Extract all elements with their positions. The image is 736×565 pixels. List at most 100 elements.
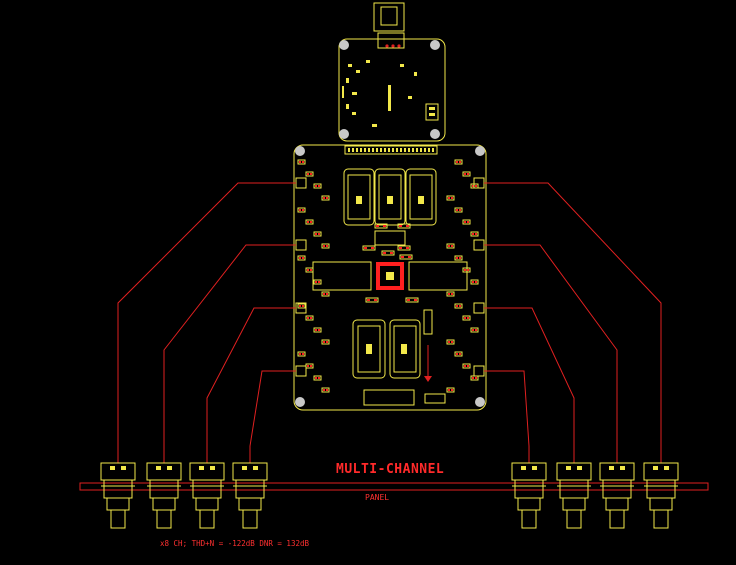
resistor bbox=[381, 250, 395, 256]
smd-component bbox=[313, 231, 322, 237]
top-jack-connector bbox=[373, 2, 405, 49]
smd-pad bbox=[299, 161, 301, 163]
smd-pad bbox=[451, 389, 453, 391]
bnc-pin bbox=[609, 466, 614, 470]
header-pin bbox=[428, 148, 430, 152]
bnc-body bbox=[100, 462, 136, 481]
smd-component bbox=[313, 375, 322, 381]
resistor-pad bbox=[401, 256, 404, 258]
header-pin bbox=[360, 148, 362, 152]
smd-component bbox=[462, 315, 471, 321]
bnc-barrel bbox=[566, 509, 582, 529]
header-pin bbox=[408, 148, 410, 152]
header-pin bbox=[372, 148, 374, 152]
smd-pad bbox=[310, 365, 312, 367]
bnc-connector bbox=[556, 462, 592, 529]
bnc-connector bbox=[146, 462, 182, 529]
edge-connector bbox=[473, 302, 485, 314]
smd-pad bbox=[448, 293, 450, 295]
smd-pad bbox=[451, 341, 453, 343]
header-pin bbox=[388, 148, 390, 152]
smd-pad bbox=[323, 293, 325, 295]
bnc-nut bbox=[562, 497, 586, 511]
smd-pad bbox=[467, 173, 469, 175]
signal-traces bbox=[117, 182, 662, 463]
smd-component bbox=[446, 243, 455, 249]
smd-pad bbox=[464, 221, 466, 223]
bnc-pin bbox=[210, 466, 215, 470]
smd-component bbox=[297, 351, 306, 357]
header-pin bbox=[376, 148, 378, 152]
smd-pad bbox=[472, 377, 474, 379]
main-board bbox=[293, 144, 487, 411]
edge-connector bbox=[295, 365, 307, 377]
smd-component bbox=[446, 339, 455, 345]
bnc-connector bbox=[643, 462, 679, 529]
front-panel-strip bbox=[79, 482, 709, 491]
bnc-nut bbox=[238, 497, 262, 511]
smd-pad bbox=[307, 365, 309, 367]
resistor bbox=[374, 223, 388, 229]
header-pin bbox=[424, 148, 426, 152]
smd-pad bbox=[451, 293, 453, 295]
smd-pad bbox=[472, 233, 474, 235]
smd-pad bbox=[472, 185, 474, 187]
smd-pad bbox=[323, 389, 325, 391]
resistor-pad bbox=[390, 252, 393, 254]
smd-pad bbox=[464, 317, 466, 319]
smd-pad bbox=[472, 281, 474, 283]
smd-component bbox=[454, 207, 463, 213]
smd-component bbox=[462, 171, 471, 177]
smd-component bbox=[454, 255, 463, 261]
smd-pad bbox=[307, 173, 309, 175]
bnc-pin bbox=[577, 466, 582, 470]
smd-component bbox=[462, 267, 471, 273]
header-pin bbox=[412, 148, 414, 152]
smd-pad bbox=[475, 377, 477, 379]
spec-annotation: x8 CH; THD+N = -122dB DNR = 132dB bbox=[160, 539, 309, 548]
bnc-connector bbox=[232, 462, 268, 529]
smd-pad bbox=[464, 269, 466, 271]
smd-component bbox=[297, 159, 306, 165]
bnc-body bbox=[189, 462, 225, 481]
smd-pad bbox=[475, 233, 477, 235]
bnc-nut bbox=[605, 497, 629, 511]
center-ic bbox=[376, 262, 404, 290]
smd-component bbox=[313, 327, 322, 333]
smd-pad bbox=[448, 389, 450, 391]
smd-pad bbox=[467, 269, 469, 271]
header-pin bbox=[356, 148, 358, 152]
smd-pad bbox=[318, 281, 320, 283]
smd-pad bbox=[459, 305, 461, 307]
bnc-body bbox=[599, 462, 635, 481]
bnc-nut bbox=[195, 497, 219, 511]
bnc-connector bbox=[599, 462, 635, 529]
bnc-pin bbox=[653, 466, 658, 470]
bnc-barrel bbox=[156, 509, 172, 529]
smd-pad bbox=[299, 209, 301, 211]
smd-component bbox=[297, 303, 306, 309]
smd-pad bbox=[456, 305, 458, 307]
smd-pad bbox=[302, 209, 304, 211]
smd-component bbox=[297, 207, 306, 213]
smd-pad bbox=[448, 245, 450, 247]
smd-pad bbox=[456, 257, 458, 259]
signal-trace-right bbox=[484, 182, 662, 463]
resistor-pad bbox=[408, 256, 411, 258]
smd-component bbox=[470, 327, 479, 333]
header-pin bbox=[404, 148, 406, 152]
bnc-body bbox=[146, 462, 182, 481]
edge-connector bbox=[473, 239, 485, 251]
top-daughter-board bbox=[338, 38, 446, 142]
smd-component bbox=[454, 351, 463, 357]
smd-component bbox=[462, 219, 471, 225]
smd-pad bbox=[456, 209, 458, 211]
smd-pad bbox=[456, 353, 458, 355]
resistor-pad bbox=[406, 225, 409, 227]
bnc-connector bbox=[100, 462, 136, 529]
bnc-nut bbox=[649, 497, 673, 511]
smd-component bbox=[321, 243, 330, 249]
header-pin bbox=[384, 148, 386, 152]
smd-component bbox=[470, 279, 479, 285]
smd-pad bbox=[315, 185, 317, 187]
